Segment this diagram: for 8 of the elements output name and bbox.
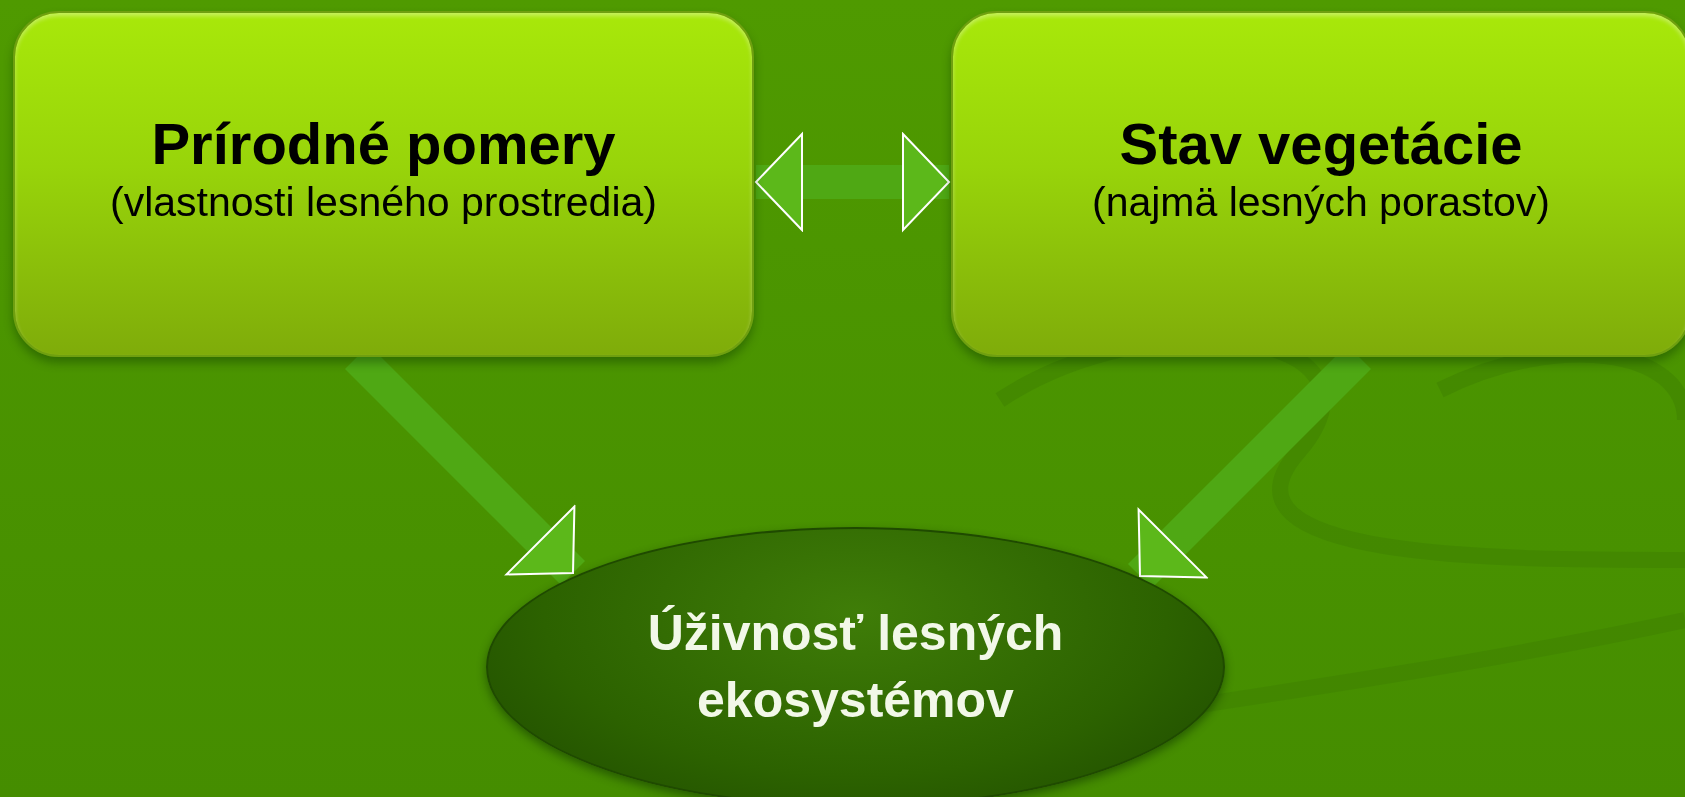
box-subtitle: (vlastnosti lesného prostredia)	[110, 177, 657, 227]
box-title: Prírodné pomery	[151, 111, 616, 178]
node-title: Úživnosť lesných ekosystémov	[646, 603, 1065, 730]
rounded-box	[13, 11, 754, 357]
box-title: Stav vegetácie	[1119, 111, 1523, 178]
rounded-box	[951, 11, 1685, 357]
box-subtitle: (najmä lesných porastov)	[1092, 177, 1550, 227]
block-arrow	[755, 133, 950, 231]
